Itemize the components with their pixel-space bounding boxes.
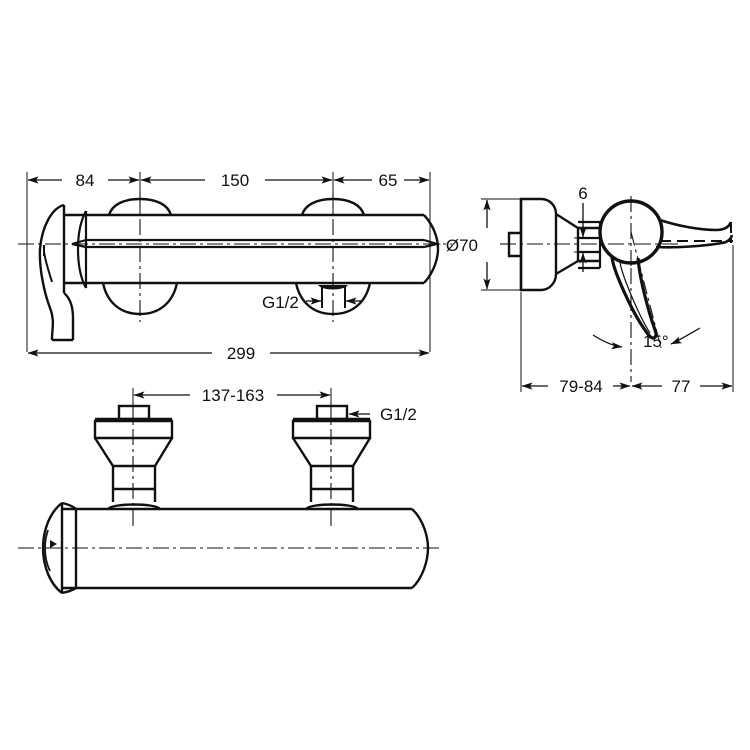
side-outlet-arm-hidden-edges [660, 222, 733, 243]
dim-label-77: 77 [672, 377, 691, 396]
top-plan-view [18, 388, 442, 595]
dim-label-84: 84 [76, 171, 95, 190]
front-centre-lines [18, 192, 452, 322]
side-lever-angle-centre-line [630, 231, 662, 349]
side-outlet-arm [655, 218, 734, 249]
side-section-view [481, 196, 734, 392]
side-bottom-extension-lines [520, 245, 734, 392]
side-lever-arm [610, 255, 658, 340]
dim-label-thread-front: G1/2 [262, 293, 299, 312]
plan-right-inlet [291, 404, 372, 511]
dim-label-6: 6 [578, 184, 587, 203]
front-collar [76, 210, 88, 289]
side-angle-leaders [592, 327, 701, 350]
dim-label-65: 65 [379, 171, 398, 190]
dim-label-thread-plan: G1/2 [380, 405, 417, 424]
dim-label-299: 299 [227, 344, 255, 363]
side-lever-arm-inner-line [619, 261, 651, 334]
dim-label-150: 150 [221, 171, 249, 190]
front-elevation-view [18, 172, 452, 357]
dim-label-137-163: 137-163 [202, 386, 264, 405]
front-lever-handle [38, 203, 75, 342]
dim-label-79-84: 79-84 [559, 377, 602, 396]
plan-centre-lines [18, 402, 442, 549]
dim-label-angle-15: 15° [643, 332, 669, 351]
front-body-outline [62, 205, 440, 293]
side-diameter-extension-lines [481, 198, 520, 291]
plan-left-inlet [93, 404, 174, 511]
dim-label-diameter-70: Ø70 [446, 236, 478, 255]
front-extension-lines [26, 172, 431, 352]
side-six-extension-lines [574, 237, 592, 253]
